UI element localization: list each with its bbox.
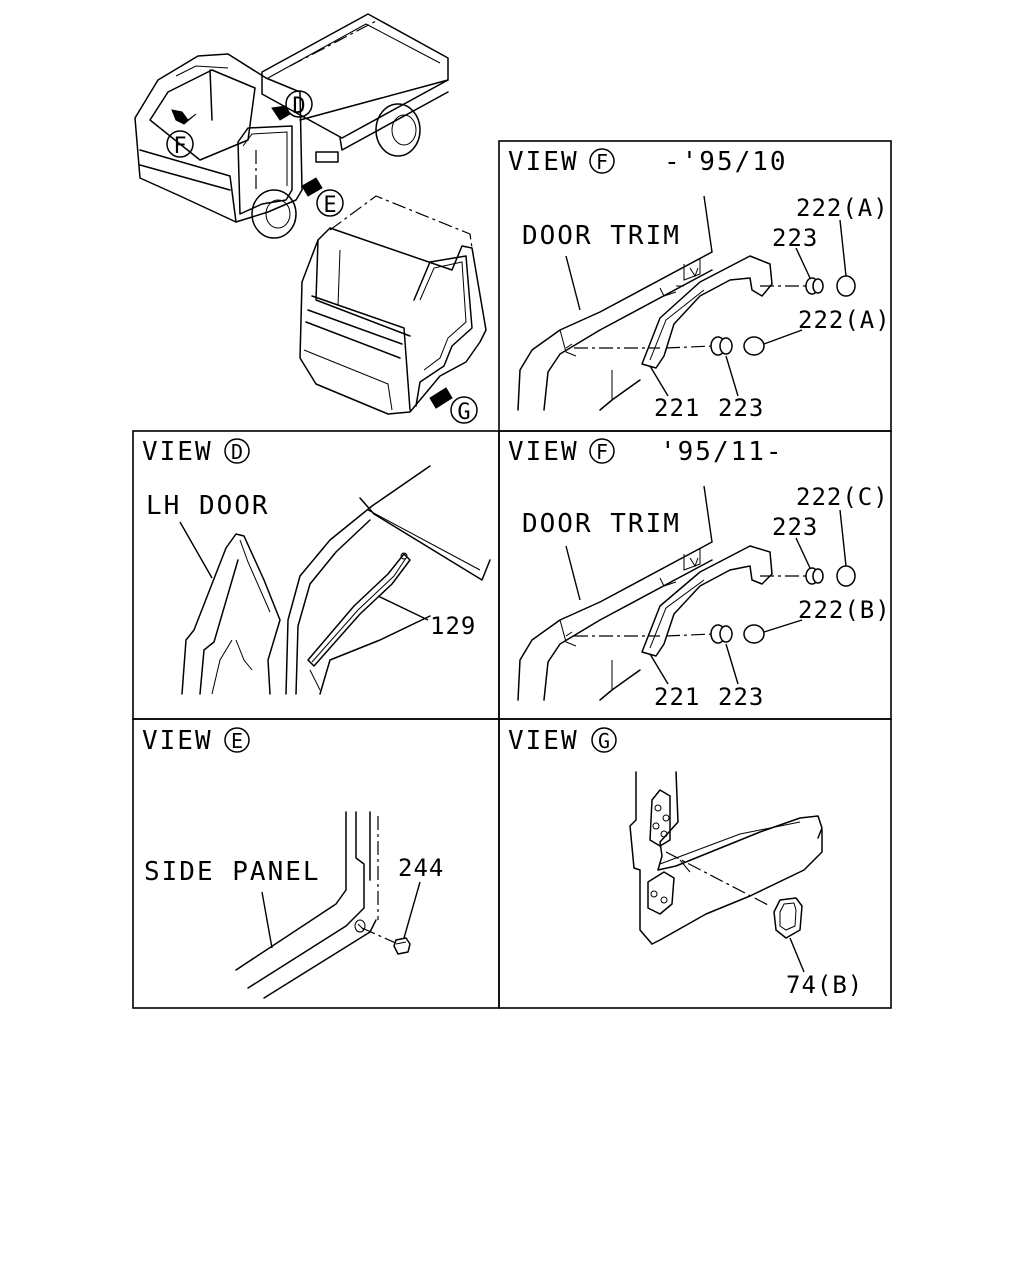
panel-view-e: VIEW E SIDE PANEL 244 [132, 718, 500, 1009]
view-g-marker: G [598, 729, 610, 753]
panel-view-f-old: VIEW F -'95/10 DOOR TRIM [498, 140, 892, 432]
view-e-side-panel-label: SIDE PANEL [144, 857, 321, 887]
view-f-old-range: -'95/10 [664, 147, 788, 177]
view-f-old-label-223-1: 223 [772, 224, 818, 252]
view-e-marker: E [231, 729, 243, 753]
view-f-new-label-222b: 222(B) [798, 596, 891, 624]
view-d-marker: D [231, 440, 243, 464]
view-g-marker-overview: G [457, 400, 470, 425]
view-f-new-range: '95/11- [660, 437, 784, 467]
view-g-label-74b: 74(B) [786, 971, 863, 999]
truck-overview: F D E [134, 13, 449, 239]
view-e-view-word: VIEW [142, 726, 213, 756]
view-f-new-label-222c: 222(C) [796, 483, 889, 511]
view-f-old-label-222a-1: 222(A) [796, 194, 889, 222]
view-f-new-label-223-2: 223 [718, 683, 764, 711]
view-g-view-word: VIEW [508, 726, 579, 756]
view-f-marker-overview: F [173, 134, 186, 159]
view-f-old-label-221: 221 [654, 394, 700, 422]
view-f-old-view-word: VIEW [508, 147, 579, 177]
view-e-marker-overview: E [323, 193, 336, 218]
view-e-label-244: 244 [398, 854, 444, 882]
panel-view-f-new: VIEW F '95/11- DOOR TRIM [498, 430, 892, 720]
cab-overview: G [299, 195, 487, 425]
view-f-new-label-223-1: 223 [772, 513, 818, 541]
view-f-new-door-trim-label: DOOR TRIM [522, 509, 681, 539]
view-f-new-view-word: VIEW [508, 437, 579, 467]
view-d-view-word: VIEW [142, 437, 213, 467]
view-d-label-129: 129 [430, 612, 476, 640]
view-f-old-door-trim-label: DOOR TRIM [522, 221, 681, 251]
panel-view-d: VIEW D LH DOOR 129 [132, 430, 500, 720]
view-f-old-label-222a-2: 222(A) [798, 306, 891, 334]
panel-view-g: VIEW G 74(B) [498, 718, 892, 1009]
view-f-old-label-223-2: 223 [718, 394, 764, 422]
view-f-new-label-221: 221 [654, 683, 700, 711]
view-d-lh-door-label: LH DOOR [146, 491, 270, 521]
view-f-old-marker: F [596, 150, 608, 174]
view-f-new-marker: F [596, 440, 608, 464]
view-d-marker-overview: D [292, 94, 305, 119]
